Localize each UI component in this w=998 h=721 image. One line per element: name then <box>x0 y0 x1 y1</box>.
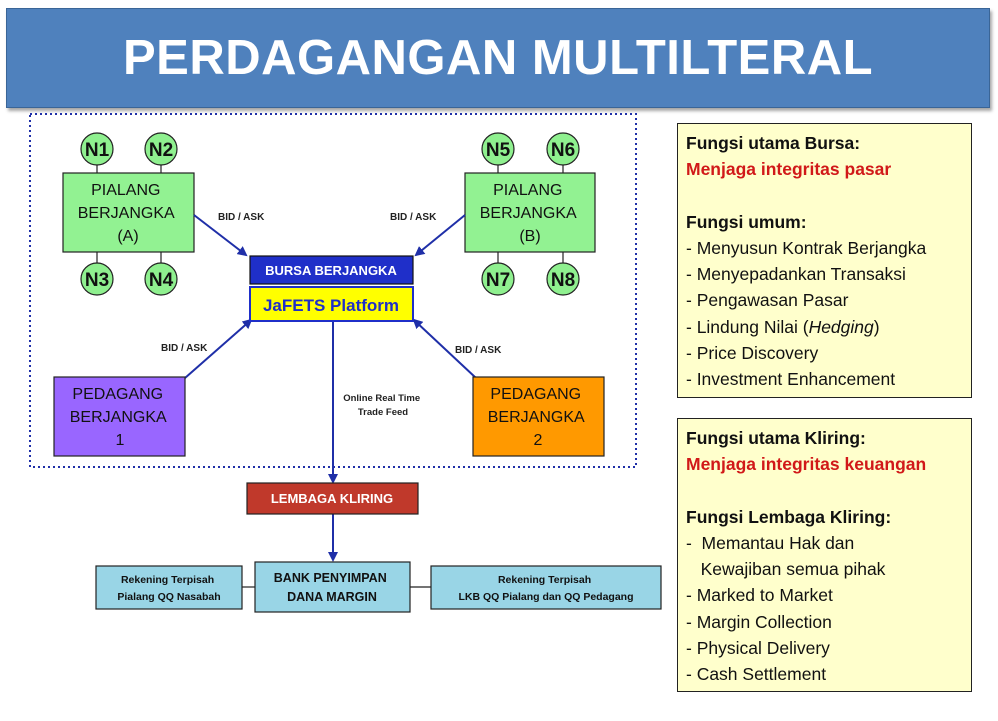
kliring-function-box: Fungsi utama Kliring: Menjaga integritas… <box>677 418 972 692</box>
bursa-item: - Investment Enhancement <box>686 369 896 390</box>
bursa-item: - Pengawasan Pasar <box>686 290 849 311</box>
feed-label: Online Real Time Trade Feed <box>343 393 423 418</box>
node-n6: N6 <box>546 132 580 166</box>
kliring-item: Kewajiban semua pihak <box>686 559 886 580</box>
node-n7: N7 <box>481 262 515 296</box>
pialang-a-line-2: BERJANGKA <box>78 205 175 222</box>
svg-text:PEDAGANG BERJANGKA: PEDAGANG BERJANGKA 1 <box>70 386 170 449</box>
bid-ask-labels: BID / ASK BID / ASK BID / ASK BID / ASK <box>161 212 502 356</box>
title-bar: PERDAGANGAN MULTILTERAL <box>6 8 990 108</box>
svg-text:PIALANG BERJANGKA: PIALANG BERJANGKA (B) <box>480 182 580 245</box>
pedagang-1-line-1: PEDAGANG <box>72 386 163 403</box>
bank-line-1: BANK PENYIMPAN <box>274 571 387 585</box>
arrow-pialang-a-to-bursa <box>193 214 248 257</box>
pialang-berjangka-a: PIALANG BERJANGKA (A) <box>62 172 195 253</box>
bursa-box-heading: Fungsi utama Bursa: <box>686 133 861 153</box>
pialang-b-line-2: BERJANGKA <box>480 205 577 222</box>
svg-text:PIALANG BERJANGKA: PIALANG BERJANGKA (A) <box>78 182 178 245</box>
pialang-a-line-1: PIALANG <box>91 182 160 199</box>
node-label: N7 <box>486 270 510 291</box>
pedagang-2-line-2: BERJANGKA <box>488 409 585 426</box>
arrow-pialang-b-to-bursa <box>414 214 466 257</box>
pedagang-2-line-3: 2 <box>534 432 543 449</box>
node-n5: N5 <box>481 132 515 166</box>
node-label: N2 <box>149 140 173 161</box>
bursa-berjangka: BURSA BERJANGKA <box>249 255 414 285</box>
pedagang-1-line-3: 1 <box>116 432 125 449</box>
rekening-pialang: Rekening Terpisah Pialang QQ Nasabah <box>95 565 243 610</box>
pedagang-2-line-1: PEDAGANG <box>490 386 581 403</box>
feed-label-line-1: Online Real Time <box>343 393 420 404</box>
lembaga-kliring: LEMBAGA KLIRING <box>246 482 419 515</box>
bid-ask-label-top-left: BID / ASK <box>218 212 265 223</box>
node-n3: N3 <box>80 262 114 296</box>
page-title: PERDAGANGAN MULTILTERAL <box>122 31 874 85</box>
node-label: N4 <box>149 270 174 291</box>
node-label: N6 <box>551 140 575 161</box>
pialang-a-line-3: (A) <box>117 228 138 245</box>
bank-line-2: DANA MARGIN <box>287 590 377 604</box>
bursa-function-box: Fungsi utama Bursa: Menjaga integritas p… <box>677 123 972 398</box>
kliring-box-highlight: Menjaga integritas keuangan <box>686 454 927 475</box>
bursa-box-highlight: Menjaga integritas pasar <box>686 159 892 180</box>
kliring-item: - Cash Settlement <box>686 664 827 685</box>
node-n8: N8 <box>546 262 580 296</box>
bid-ask-label-bottom-right: BID / ASK <box>455 345 502 356</box>
rekening-lkb: Rekening Terpisah LKB QQ Pialang dan QQ … <box>430 565 662 610</box>
pialang-b-line-1: PIALANG <box>493 182 562 199</box>
rekening-right-line-2: LKB QQ Pialang dan QQ Pedagang <box>458 591 633 603</box>
bursa-box-subheading: Fungsi umum: <box>686 211 807 232</box>
node-label: N8 <box>551 270 575 291</box>
pedagang-berjangka-2: PEDAGANG BERJANGKA 2 <box>472 376 605 457</box>
arrows <box>184 214 477 562</box>
hedging-italic: Hedging <box>808 316 874 337</box>
kliring-box-heading: Fungsi utama Kliring: <box>686 428 866 448</box>
platform-label: JaFETS Platform <box>263 296 399 315</box>
node-n1: N1 <box>80 132 114 166</box>
bursa-item: - Price Discovery <box>686 343 819 364</box>
bid-ask-label-top-right: BID / ASK <box>390 212 437 223</box>
kliring-item: - Margin Collection <box>686 611 832 632</box>
kliring-item: - Physical Delivery <box>686 638 830 659</box>
pialang-b-line-3: (B) <box>519 228 540 245</box>
svg-text:BANK PENYIMPAN DANA MARG: BANK PENYIMPAN DANA MARGIN <box>274 571 390 604</box>
pedagang-berjangka-1: PEDAGANG BERJANGKA 1 <box>53 376 186 457</box>
node-n4: N4 <box>144 262 178 296</box>
bursa-item: - Menyusun Kontrak Berjangka <box>686 237 927 258</box>
arrow-pedagang-1-to-platform <box>184 318 253 379</box>
node-label: N3 <box>85 270 109 291</box>
hedging-suffix: ) <box>873 316 880 337</box>
bank-penyimpan: BANK PENYIMPAN DANA MARGIN <box>254 561 411 613</box>
feed-label-line-2: Trade Feed <box>358 407 408 418</box>
kliring-item: - Marked to Market <box>686 585 833 606</box>
bid-ask-label-bottom-left: BID / ASK <box>161 343 208 354</box>
kliring-item: - Memantau Hak dan <box>686 532 855 553</box>
svg-text:PEDAGANG BERJANGKA: PEDAGANG BERJANGKA 2 <box>488 386 588 449</box>
rekening-left-line-2: Pialang QQ Nasabah <box>117 591 220 603</box>
kliring-label: LEMBAGA KLIRING <box>271 491 393 506</box>
node-n2: N2 <box>144 132 178 166</box>
node-label: N1 <box>85 140 110 161</box>
pedagang-1-line-2: BERJANGKA <box>70 409 167 426</box>
bursa-item: - Menyepadankan Transaksi <box>686 264 906 285</box>
svg-text:Rekening Terpisah LKB QQ: Rekening Terpisah LKB QQ Pialang dan QQ … <box>458 574 633 603</box>
hedging-prefix: - Lindung Nilai ( <box>686 316 809 337</box>
node-label: N5 <box>486 140 511 161</box>
jafets-platform: JaFETS Platform <box>249 286 414 322</box>
svg-text:Rekening Terpisah Pialan: Rekening Terpisah Pialang QQ Nasabah <box>117 574 220 603</box>
bursa-label: BURSA BERJANGKA <box>265 263 397 278</box>
bursa-item-hedging: - Lindung Nilai (Hedging) <box>686 314 963 340</box>
rekening-right-line-1: Rekening Terpisah <box>498 574 591 586</box>
kliring-box-subheading: Fungsi Lembaga Kliring: <box>686 506 892 527</box>
arrow-pedagang-2-to-platform <box>412 318 477 379</box>
rekening-left-line-1: Rekening Terpisah <box>121 574 214 586</box>
pialang-berjangka-b: PIALANG BERJANGKA (B) <box>464 172 596 253</box>
